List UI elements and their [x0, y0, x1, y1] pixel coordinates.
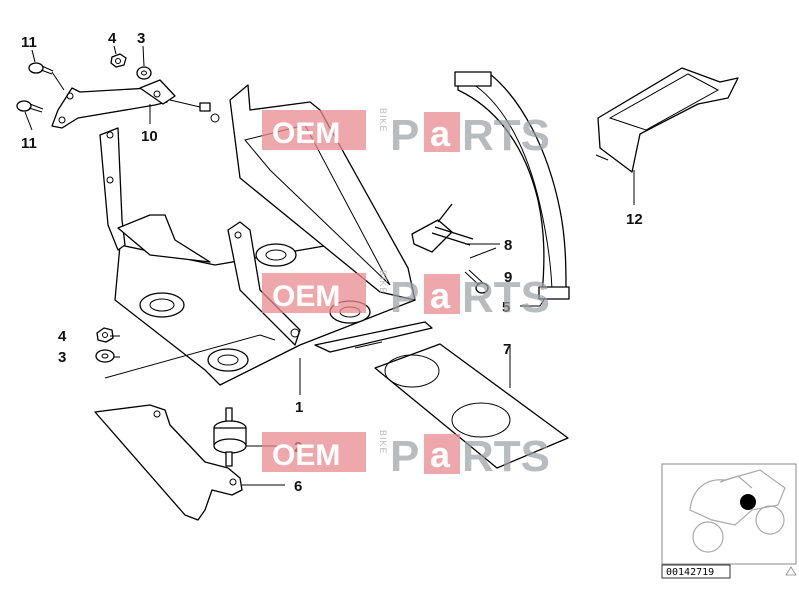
svg-text:BIKE: BIKE [378, 108, 388, 133]
tee-bolt-part-8 [411, 203, 474, 253]
location-marker [740, 494, 756, 510]
locator-inset: 00142719 [661, 463, 797, 579]
callout-10: 10 [141, 128, 158, 145]
svg-text:a: a [430, 113, 451, 154]
svg-text:P: P [390, 111, 419, 160]
watermark-top: OEM BIKE P a RTS [262, 108, 550, 160]
svg-text:P: P [390, 432, 419, 481]
callout-9: 9 [504, 269, 512, 286]
callout-8: 8 [504, 237, 512, 254]
callout-7: 7 [503, 341, 511, 358]
washer-part-3-lower [95, 349, 115, 363]
svg-text:RTS: RTS [462, 432, 550, 481]
svg-text:BIKE: BIKE [378, 430, 388, 455]
svg-text:OEM: OEM [272, 280, 340, 313]
mat-part-7 [374, 343, 569, 469]
cover-part-12 [595, 67, 739, 173]
strap-part-5 [454, 71, 570, 300]
callout-3-lower: 3 [58, 349, 66, 366]
callout-5: 5 [502, 299, 510, 316]
svg-text:RTS: RTS [462, 111, 550, 160]
svg-text:P: P [390, 273, 419, 322]
nut-part-4-lower [96, 327, 114, 343]
leader-lines [24, 45, 635, 486]
watermark-bottom: OEM BIKE P a RTS [262, 430, 550, 481]
callout-11-upper: 11 [21, 34, 37, 51]
callout-11-lower: 11 [21, 135, 37, 152]
callout-6: 6 [294, 478, 302, 495]
plate-part-6 [94, 404, 243, 521]
svg-text:a: a [430, 434, 451, 475]
rubber-mount-part-2 [213, 407, 247, 467]
callout-3-upper: 3 [137, 30, 145, 47]
svg-text:BIKE: BIKE [378, 270, 388, 295]
washer-part-3-upper [136, 66, 152, 80]
doc-id: 00142719 [666, 567, 714, 578]
svg-text:OEM: OEM [272, 117, 340, 150]
watermark-middle: OEM BIKE P a RTS [262, 270, 550, 322]
callout-4-upper: 4 [108, 30, 117, 47]
motorcycle-icon [689, 469, 786, 553]
callout-12: 12 [626, 211, 643, 228]
svg-text:OEM: OEM [272, 439, 340, 472]
screw-part-11-upper [28, 62, 54, 75]
bracket-part-10 [51, 79, 176, 129]
svg-text:a: a [430, 275, 451, 316]
svg-text:RTS: RTS [462, 273, 550, 322]
callout-4-lower: 4 [58, 328, 67, 345]
nut-part-4-upper [110, 53, 127, 68]
screw-part-11-lower [16, 100, 44, 113]
triangle-icon [785, 566, 797, 576]
callout-1: 1 [295, 399, 303, 416]
screw-part-9 [464, 269, 489, 294]
